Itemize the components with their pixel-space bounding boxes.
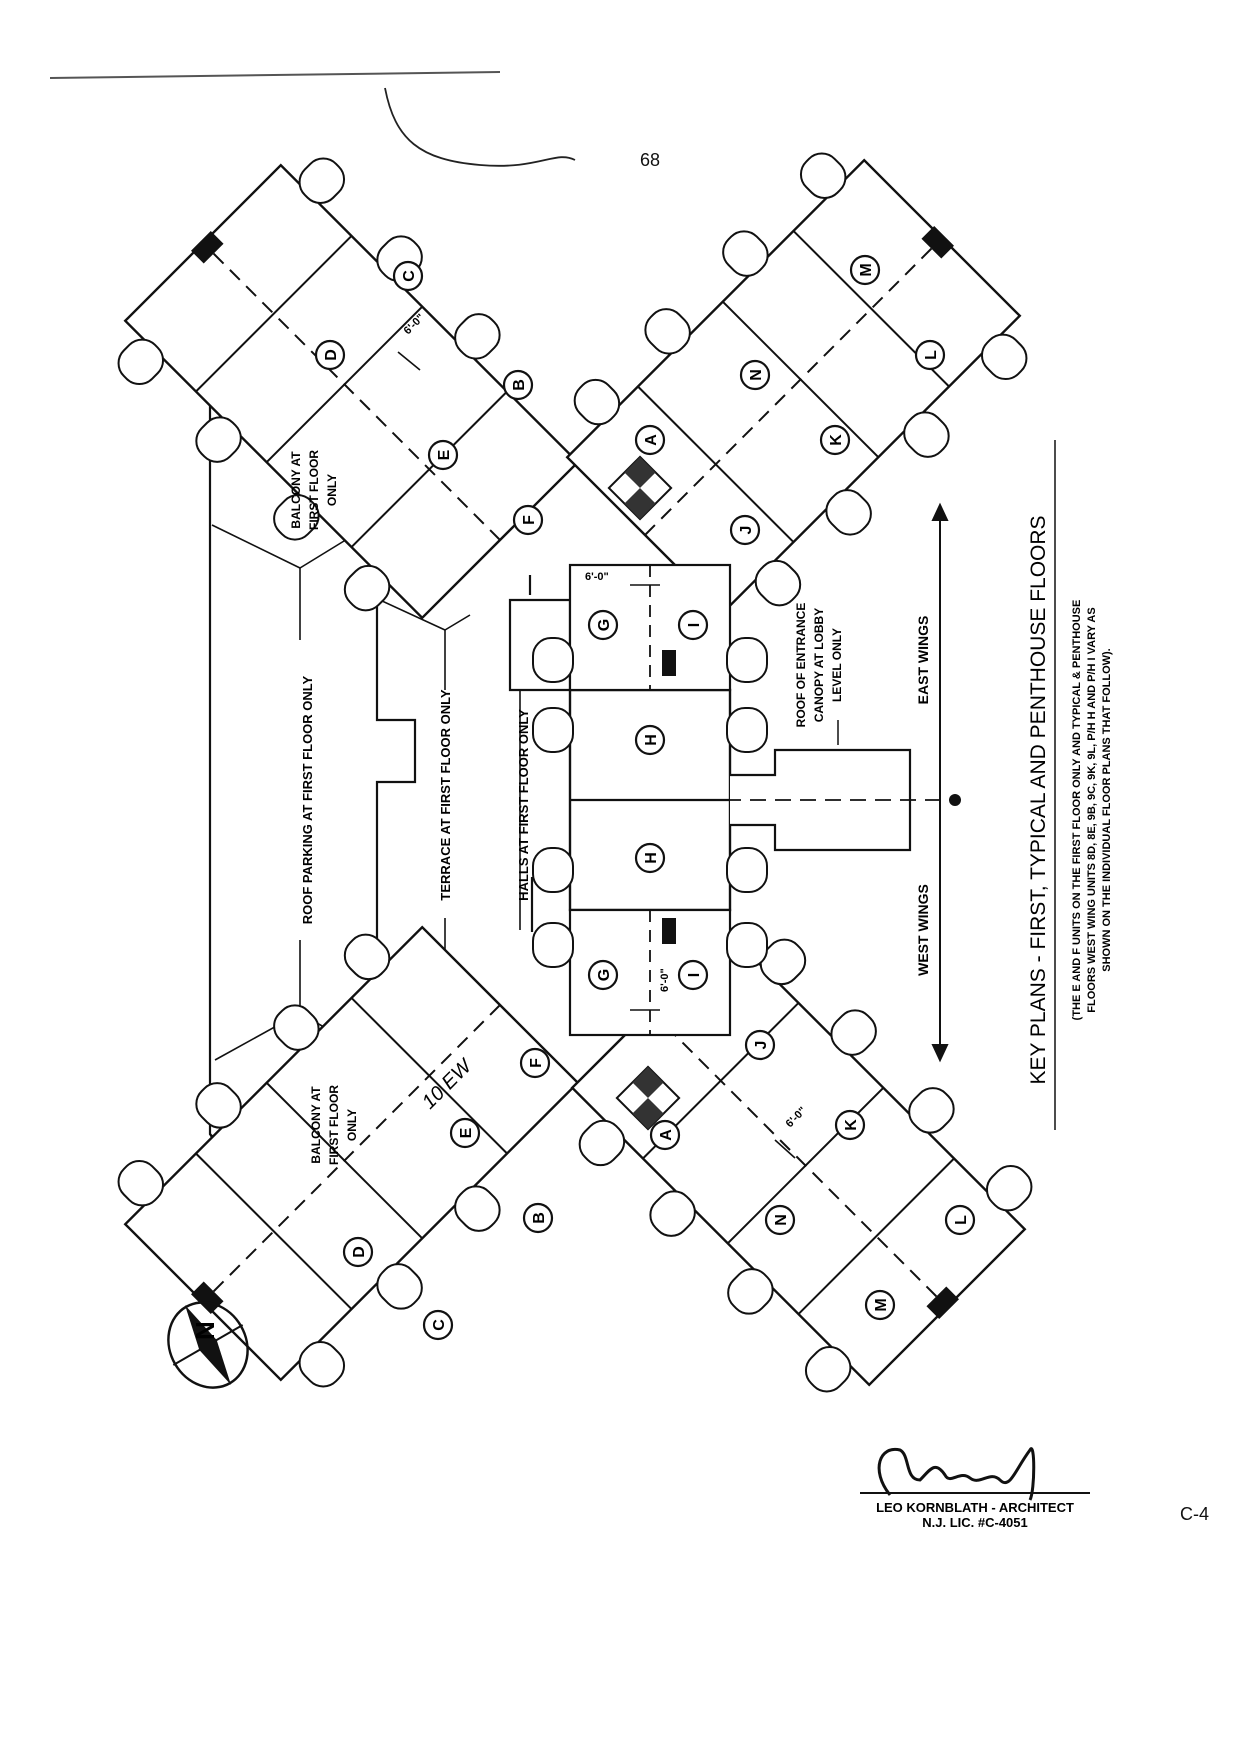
unit-c-label: C — [431, 1319, 448, 1331]
svg-text:ONLY: ONLY — [325, 474, 339, 506]
svg-text:FIRST FLOOR: FIRST FLOOR — [327, 1085, 341, 1165]
svg-text:ROOF OF ENTRANCE: ROOF OF ENTRANCE — [794, 603, 808, 728]
terrace-outline — [375, 458, 534, 1012]
unit-g-marker: G — [587, 959, 619, 991]
dimension-center-bottom: 6'-0" — [659, 968, 671, 992]
plan-title: KEY PLANS - FIRST, TYPICAL AND PENTHOUSE… — [1027, 515, 1050, 1084]
unit-f-marker: F — [519, 1047, 551, 1079]
unit-l-marker: L — [914, 339, 946, 371]
unit-l-label: L — [923, 350, 940, 360]
unit-h-label: H — [643, 734, 660, 746]
canopy-label: ROOF OF ENTRANCE CANOPY AT LOBBY LEVEL O… — [794, 603, 844, 728]
unit-j-marker: J — [744, 1029, 776, 1061]
svg-text:ONLY: ONLY — [345, 1109, 359, 1141]
unit-b-marker: B — [502, 369, 534, 401]
unit-d-label: D — [351, 1246, 368, 1258]
unit-i-label: I — [686, 623, 703, 627]
unit-g-label: G — [596, 619, 613, 631]
svg-text:BALCONY AT: BALCONY AT — [309, 1086, 323, 1164]
architect-signature — [877, 1447, 1036, 1501]
svg-text:BALCONY AT: BALCONY AT — [289, 451, 303, 529]
dimension-markers — [397, 351, 796, 1159]
unit-i-marker: I — [677, 959, 709, 991]
unit-e-marker: E — [449, 1117, 481, 1149]
unit-k-marker: K — [834, 1109, 866, 1141]
unit-m-marker: M — [864, 1289, 896, 1321]
plan-note: (THE E AND F UNITS ON THE FIRST FLOOR ON… — [1071, 600, 1113, 1021]
unit-d-marker: D — [342, 1236, 374, 1268]
corner-code: C-4 — [1180, 1504, 1210, 1524]
unit-b-marker: B — [522, 1202, 554, 1234]
unit-j-marker: J — [729, 514, 761, 546]
unit-h-marker: H — [634, 842, 666, 874]
roof-parking-label: ROOF PARKING AT FIRST FLOOR ONLY — [300, 675, 315, 924]
unit-j-label: J — [753, 1041, 770, 1050]
pen-stroke — [384, 87, 576, 167]
unit-d-label: D — [323, 349, 340, 361]
unit-n-marker: N — [764, 1204, 796, 1236]
west-wings-label: WEST WINGS — [915, 884, 931, 976]
unit-f-label: F — [521, 515, 538, 525]
unit-f-marker: F — [512, 504, 544, 536]
unit-a-marker: A — [634, 424, 666, 456]
wing-east-south — [570, 930, 1040, 1400]
unit-i-marker: I — [677, 609, 709, 641]
architect-name: LEO KORNBLATH - ARCHITECT — [876, 1500, 1074, 1515]
unit-h-marker: H — [634, 724, 666, 756]
unit-b-label: B — [511, 379, 528, 391]
terrace-label: TERRACE AT FIRST FLOOR ONLY — [438, 689, 453, 900]
svg-text:FLOORS WEST WING UNITS 8D, 8E,: FLOORS WEST WING UNITS 8D, 8E, 9B, 9C, 9… — [1086, 607, 1098, 1012]
unit-m-marker: M — [849, 254, 881, 286]
unit-c-label: C — [401, 270, 418, 282]
unit-m-label: M — [858, 263, 875, 276]
svg-text:SHOWN ON THE INDIVIDUAL FLOOR: SHOWN ON THE INDIVIDUAL FLOOR PLANS THAT… — [1101, 648, 1113, 971]
balcony-label-bottom: BALCONY AT FIRST FLOOR ONLY — [309, 1085, 359, 1165]
unit-j-label: J — [738, 526, 755, 535]
dimension-center-top: 6'-0" — [585, 571, 609, 583]
unit-k-label: K — [843, 1119, 860, 1131]
svg-text:LEVEL ONLY: LEVEL ONLY — [830, 628, 844, 702]
architect-license: N.J. LIC. #C-4051 — [922, 1515, 1028, 1530]
unit-m-label: M — [873, 1298, 890, 1311]
wings-axis — [931, 502, 949, 1063]
unit-e-label: E — [436, 449, 453, 460]
unit-g-label: G — [596, 969, 613, 981]
north-arrow-icon — [167, 1301, 249, 1389]
unit-i-label: I — [686, 973, 703, 977]
unit-f-label: F — [528, 1058, 545, 1068]
svg-text:(THE E AND F UNITS ON THE FIRS: (THE E AND F UNITS ON THE FIRST FLOOR ON… — [1071, 600, 1083, 1021]
wing-west-north — [110, 150, 580, 620]
unit-a-marker: A — [649, 1119, 681, 1151]
svg-text:FIRST FLOOR: FIRST FLOOR — [307, 450, 321, 530]
balcony-label-top: BALCONY AT FIRST FLOOR ONLY — [289, 450, 339, 530]
unit-n-marker: N — [739, 359, 771, 391]
unit-e-label: E — [458, 1127, 475, 1138]
unit-g-marker: G — [587, 609, 619, 641]
unit-b-label: B — [531, 1212, 548, 1224]
unit-l-label: L — [953, 1215, 970, 1225]
unit-e-marker: E — [427, 439, 459, 471]
unit-k-marker: K — [819, 424, 851, 456]
unit-k-label: K — [828, 434, 845, 446]
unit-h-label: H — [643, 852, 660, 864]
wing-west-south — [110, 925, 580, 1395]
unit-c-marker: C — [422, 1309, 454, 1341]
scan-edge-line — [49, 71, 501, 79]
halls-label: HALLS AT FIRST FLOOR ONLY — [516, 709, 531, 901]
unit-n-label: N — [748, 369, 765, 381]
unit-c-marker: C — [392, 260, 424, 292]
unit-a-label: A — [658, 1129, 675, 1141]
svg-text:CANOPY AT LOBBY: CANOPY AT LOBBY — [812, 608, 826, 722]
unit-d-marker: D — [314, 339, 346, 371]
north-arrow-letter: N — [190, 1321, 220, 1340]
wing-east-north — [565, 145, 1035, 615]
east-wings-label: EAST WINGS — [915, 616, 931, 705]
unit-l-marker: L — [944, 1204, 976, 1236]
unit-a-label: A — [643, 434, 660, 446]
unit-n-label: N — [773, 1214, 790, 1226]
page-number: 68 — [640, 150, 661, 170]
